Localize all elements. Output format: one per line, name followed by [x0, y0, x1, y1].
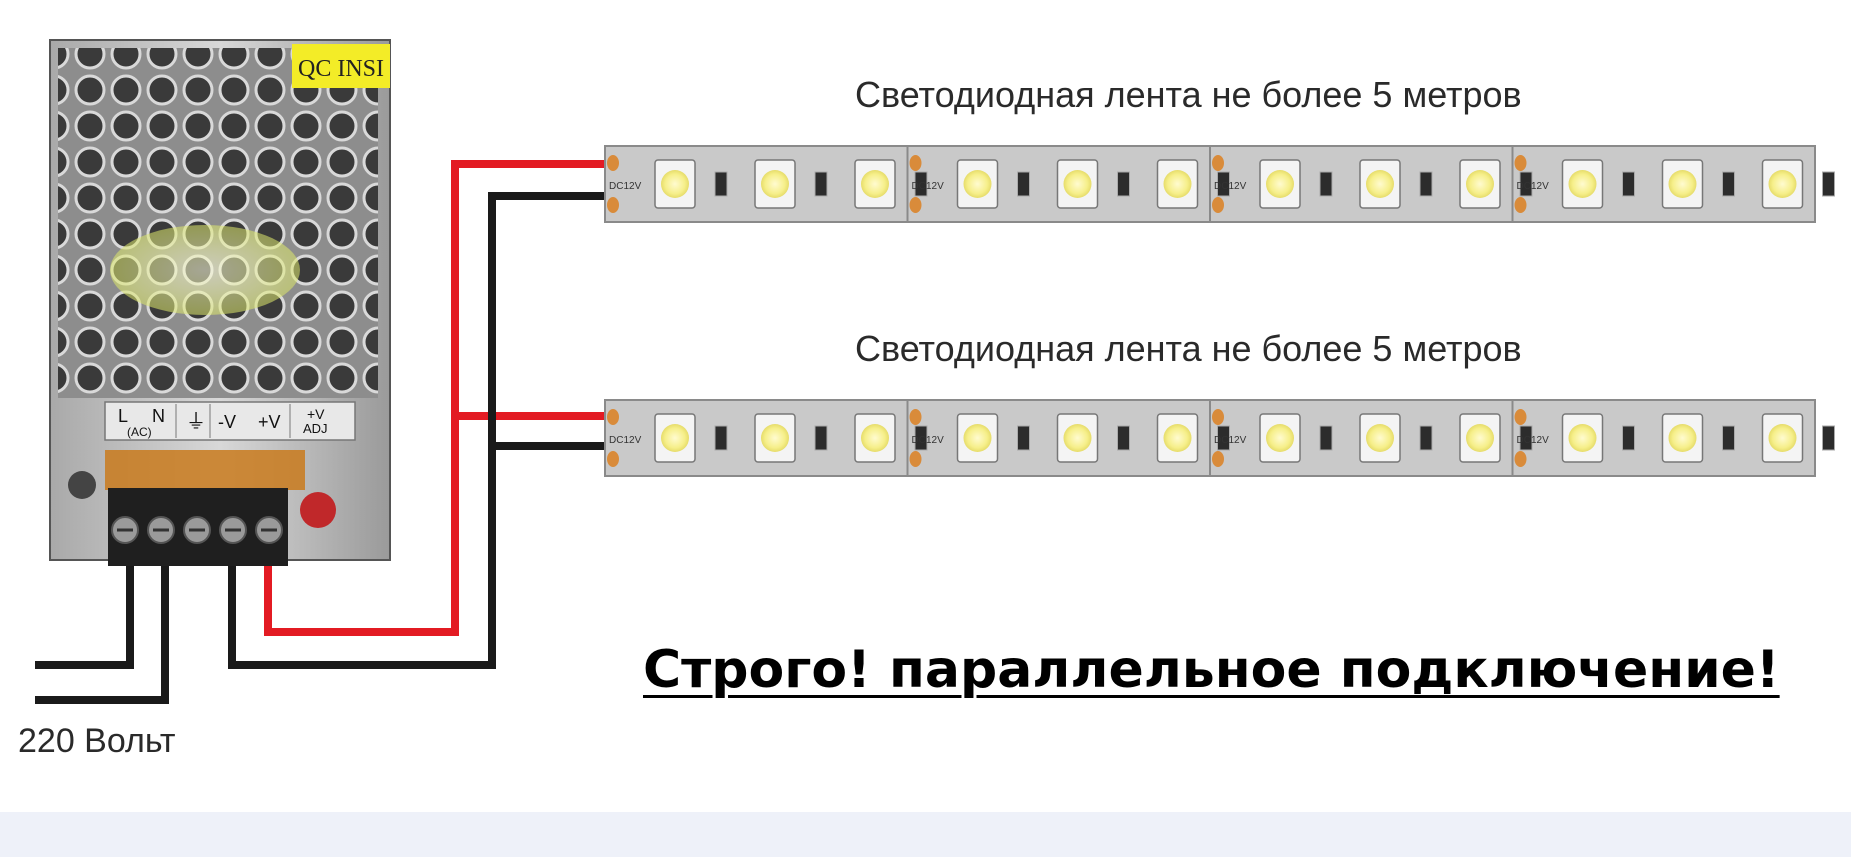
- qc-sticker-text: QC INSI: [298, 56, 384, 82]
- led-chip: [854, 159, 928, 209]
- strip-dc12v-marking: DC12V: [912, 181, 945, 192]
- terminal-screw: [219, 516, 247, 544]
- terminal-screw: [183, 516, 211, 544]
- terminal-screw: [255, 516, 283, 544]
- strip-dc12v-marking: DC12V: [609, 435, 642, 446]
- led-chip: [754, 413, 828, 463]
- led-chip: [754, 159, 828, 209]
- strip-dc12v-marking: DC12V: [1517, 181, 1550, 192]
- terminal-minus-v-label: -V: [218, 412, 236, 432]
- led-chip: [1359, 159, 1433, 209]
- terminal-adj-plus-label: +V: [307, 406, 325, 422]
- strip-dc12v-marking: DC12V: [1214, 181, 1247, 192]
- led-chip: [854, 413, 928, 463]
- led-chip: [1661, 159, 1735, 209]
- terminal-n-label: N: [152, 406, 165, 426]
- strip-label-top: Светодиодная лента не более 5 метров: [855, 74, 1522, 115]
- mains-wire-neutral: [35, 566, 169, 704]
- terminal-screw: [147, 516, 175, 544]
- terminal-ground-label: ⏚: [186, 411, 206, 433]
- led-chip: [1561, 413, 1635, 463]
- qc-sticker: QC INSI: [292, 44, 390, 88]
- terminal-plus-v-label: +V: [258, 412, 281, 432]
- led-chip: [1459, 413, 1533, 463]
- terminal-l-label: L: [118, 406, 128, 426]
- led-chip: [1156, 159, 1230, 209]
- parallel-warning: Строго! параллельное подключение!: [643, 640, 1780, 700]
- led-chip: [1661, 413, 1735, 463]
- wiring: [35, 160, 605, 704]
- terminal-adj-label: ADJ: [303, 421, 328, 436]
- led-chip: [1459, 159, 1533, 209]
- led-chip: [1561, 159, 1635, 209]
- strip-dc12v-marking: DC12V: [609, 181, 642, 192]
- footer-band: [0, 812, 1851, 857]
- strip-label-bottom: Светодиодная лента не более 5 метров: [855, 328, 1522, 369]
- mains-wire-live: [35, 566, 134, 669]
- terminal-screw: [111, 516, 139, 544]
- led-chip: [1056, 413, 1130, 463]
- terminal-label-strip: L N (AC) ⏚ -V +V +V ADJ: [104, 401, 356, 441]
- led-chip: [956, 413, 1030, 463]
- led-chip: [1761, 413, 1835, 463]
- led-chip: [1359, 413, 1433, 463]
- led-strip-top: DC12V DC12V DC12V DC12V: [604, 145, 1835, 223]
- led-chip: [654, 159, 728, 209]
- led-chip: [1056, 159, 1130, 209]
- led-chip: [1761, 159, 1835, 209]
- led-chip: [654, 413, 728, 463]
- positive-wire-top: [264, 160, 605, 636]
- led-strips: DC12V DC12V DC12V DC12V DC12V DC12V DC12V DC12V: [604, 145, 1835, 477]
- terminal-block: [108, 488, 288, 566]
- led-chip: [1156, 413, 1230, 463]
- led-strip-bottom: DC12V DC12V DC12V DC12V: [604, 399, 1835, 477]
- strip-dc12v-marking: DC12V: [1214, 435, 1247, 446]
- mains-voltage-label: 220 Вольт: [18, 722, 176, 760]
- led-chip: [956, 159, 1030, 209]
- strip-dc12v-marking: DC12V: [1517, 435, 1550, 446]
- led-chip: [1259, 413, 1333, 463]
- adj-potentiometer: [300, 492, 336, 528]
- power-supply: QC INSI L N (AC) ⏚ -V +V +V ADJ: [49, 39, 391, 566]
- strip-dc12v-marking: DC12V: [912, 435, 945, 446]
- negative-wire-top: [228, 192, 605, 669]
- terminal-ac-label: (AC): [127, 425, 152, 439]
- led-chip: [1259, 159, 1333, 209]
